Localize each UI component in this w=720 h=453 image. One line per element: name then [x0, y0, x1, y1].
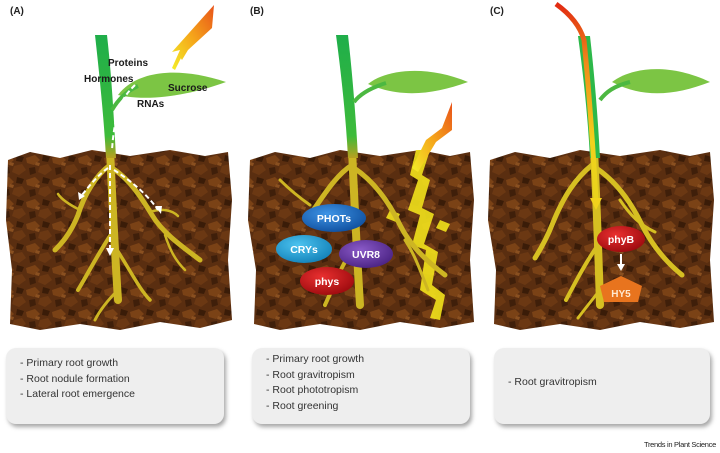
photoreceptor-crys: CRYs [276, 235, 332, 263]
effect-item: Root gravitropism [266, 368, 456, 384]
panel-b: PHOTs CRYs UVR8 phys (B) Primary root gr… [240, 0, 480, 453]
effect-item: Root greening [266, 399, 456, 415]
effect-item: Root phototropism [266, 383, 456, 399]
phyb-node: phyB [597, 226, 645, 252]
effect-item: Root gravitropism [508, 375, 696, 391]
panel-b-effects-box: Primary root growth Root gravitropism Ro… [252, 348, 470, 424]
stem [336, 35, 358, 158]
panel-b-label: (B) [250, 6, 264, 17]
photoreceptor-phots: PHOTs [302, 204, 366, 232]
panel-c-effects-box: Root gravitropism [494, 348, 710, 424]
panel-a-illustration: Proteins Hormones RNAs Sucrose [6, 5, 232, 330]
arrow-head-icon [78, 192, 85, 200]
hy5-node: HY5 [600, 276, 642, 302]
svg-text:CRYs: CRYs [290, 244, 318, 256]
soil [6, 150, 232, 330]
photoreceptor-phys: phys [300, 267, 354, 295]
light-conduit [554, 1, 599, 201]
svg-text:HY5: HY5 [611, 289, 631, 300]
panel-a-effects-box: Primary root growth Root nodule formatio… [6, 348, 224, 424]
label-sucrose: Sucrose [168, 83, 208, 94]
label-hormones: Hormones [84, 74, 134, 85]
root-system [52, 146, 203, 322]
effect-item: Primary root growth [20, 356, 210, 372]
panel-c-illustration: phyB HY5 [488, 1, 714, 330]
label-rnas: RNAs [137, 99, 165, 110]
leaf [368, 70, 468, 94]
leaf [118, 72, 226, 98]
effect-item: Lateral root emergence [20, 387, 210, 403]
svg-text:phyB: phyB [608, 234, 635, 246]
panel-b-illustration: PHOTs CRYs UVR8 phys [248, 35, 474, 330]
panel-a: Proteins Hormones RNAs Sucrose (A) Prima… [0, 0, 240, 453]
svg-text:phys: phys [315, 276, 340, 288]
label-proteins: Proteins [108, 58, 148, 69]
arrow-head-icon [155, 206, 162, 214]
journal-credit: Trends in Plant Science [643, 440, 716, 449]
arrow-head-icon [590, 198, 602, 210]
svg-text:UVR8: UVR8 [352, 249, 380, 261]
stem [95, 35, 116, 158]
effect-item: Primary root growth [266, 352, 456, 368]
light-bolt-icon [172, 5, 214, 70]
photoreceptor-uvr8: UVR8 [339, 240, 393, 268]
effect-item: Root nodule formation [20, 372, 210, 388]
svg-text:PHOTs: PHOTs [317, 213, 351, 225]
panel-c-label: (C) [490, 6, 504, 17]
root-system [532, 146, 685, 320]
arrow-head-icon [106, 248, 114, 256]
transport-arrows [81, 84, 159, 250]
leaf [612, 69, 710, 94]
light-bolt-icon [412, 102, 452, 172]
panel-c: phyB HY5 (C) Root gravitropism [480, 0, 720, 453]
panel-a-label: (A) [10, 6, 24, 17]
